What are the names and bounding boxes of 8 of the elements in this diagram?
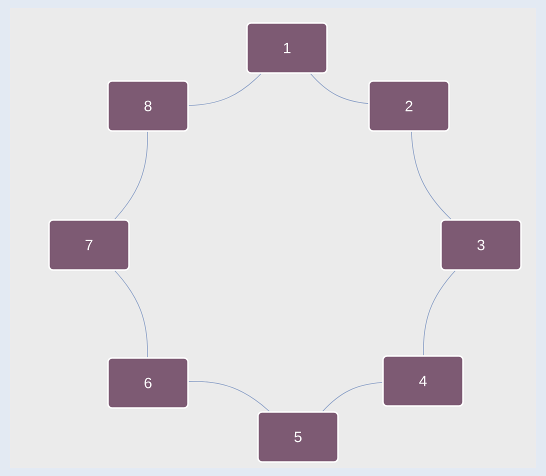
number-box: 4 (382, 355, 464, 407)
number-box: 5 (257, 411, 339, 463)
number-box: 2 (368, 80, 450, 132)
number-box: 1 (246, 22, 328, 74)
number-box: 3 (440, 219, 522, 271)
number-box: 6 (107, 357, 189, 409)
number-box: 7 (48, 219, 130, 271)
number-box: 8 (107, 80, 189, 132)
